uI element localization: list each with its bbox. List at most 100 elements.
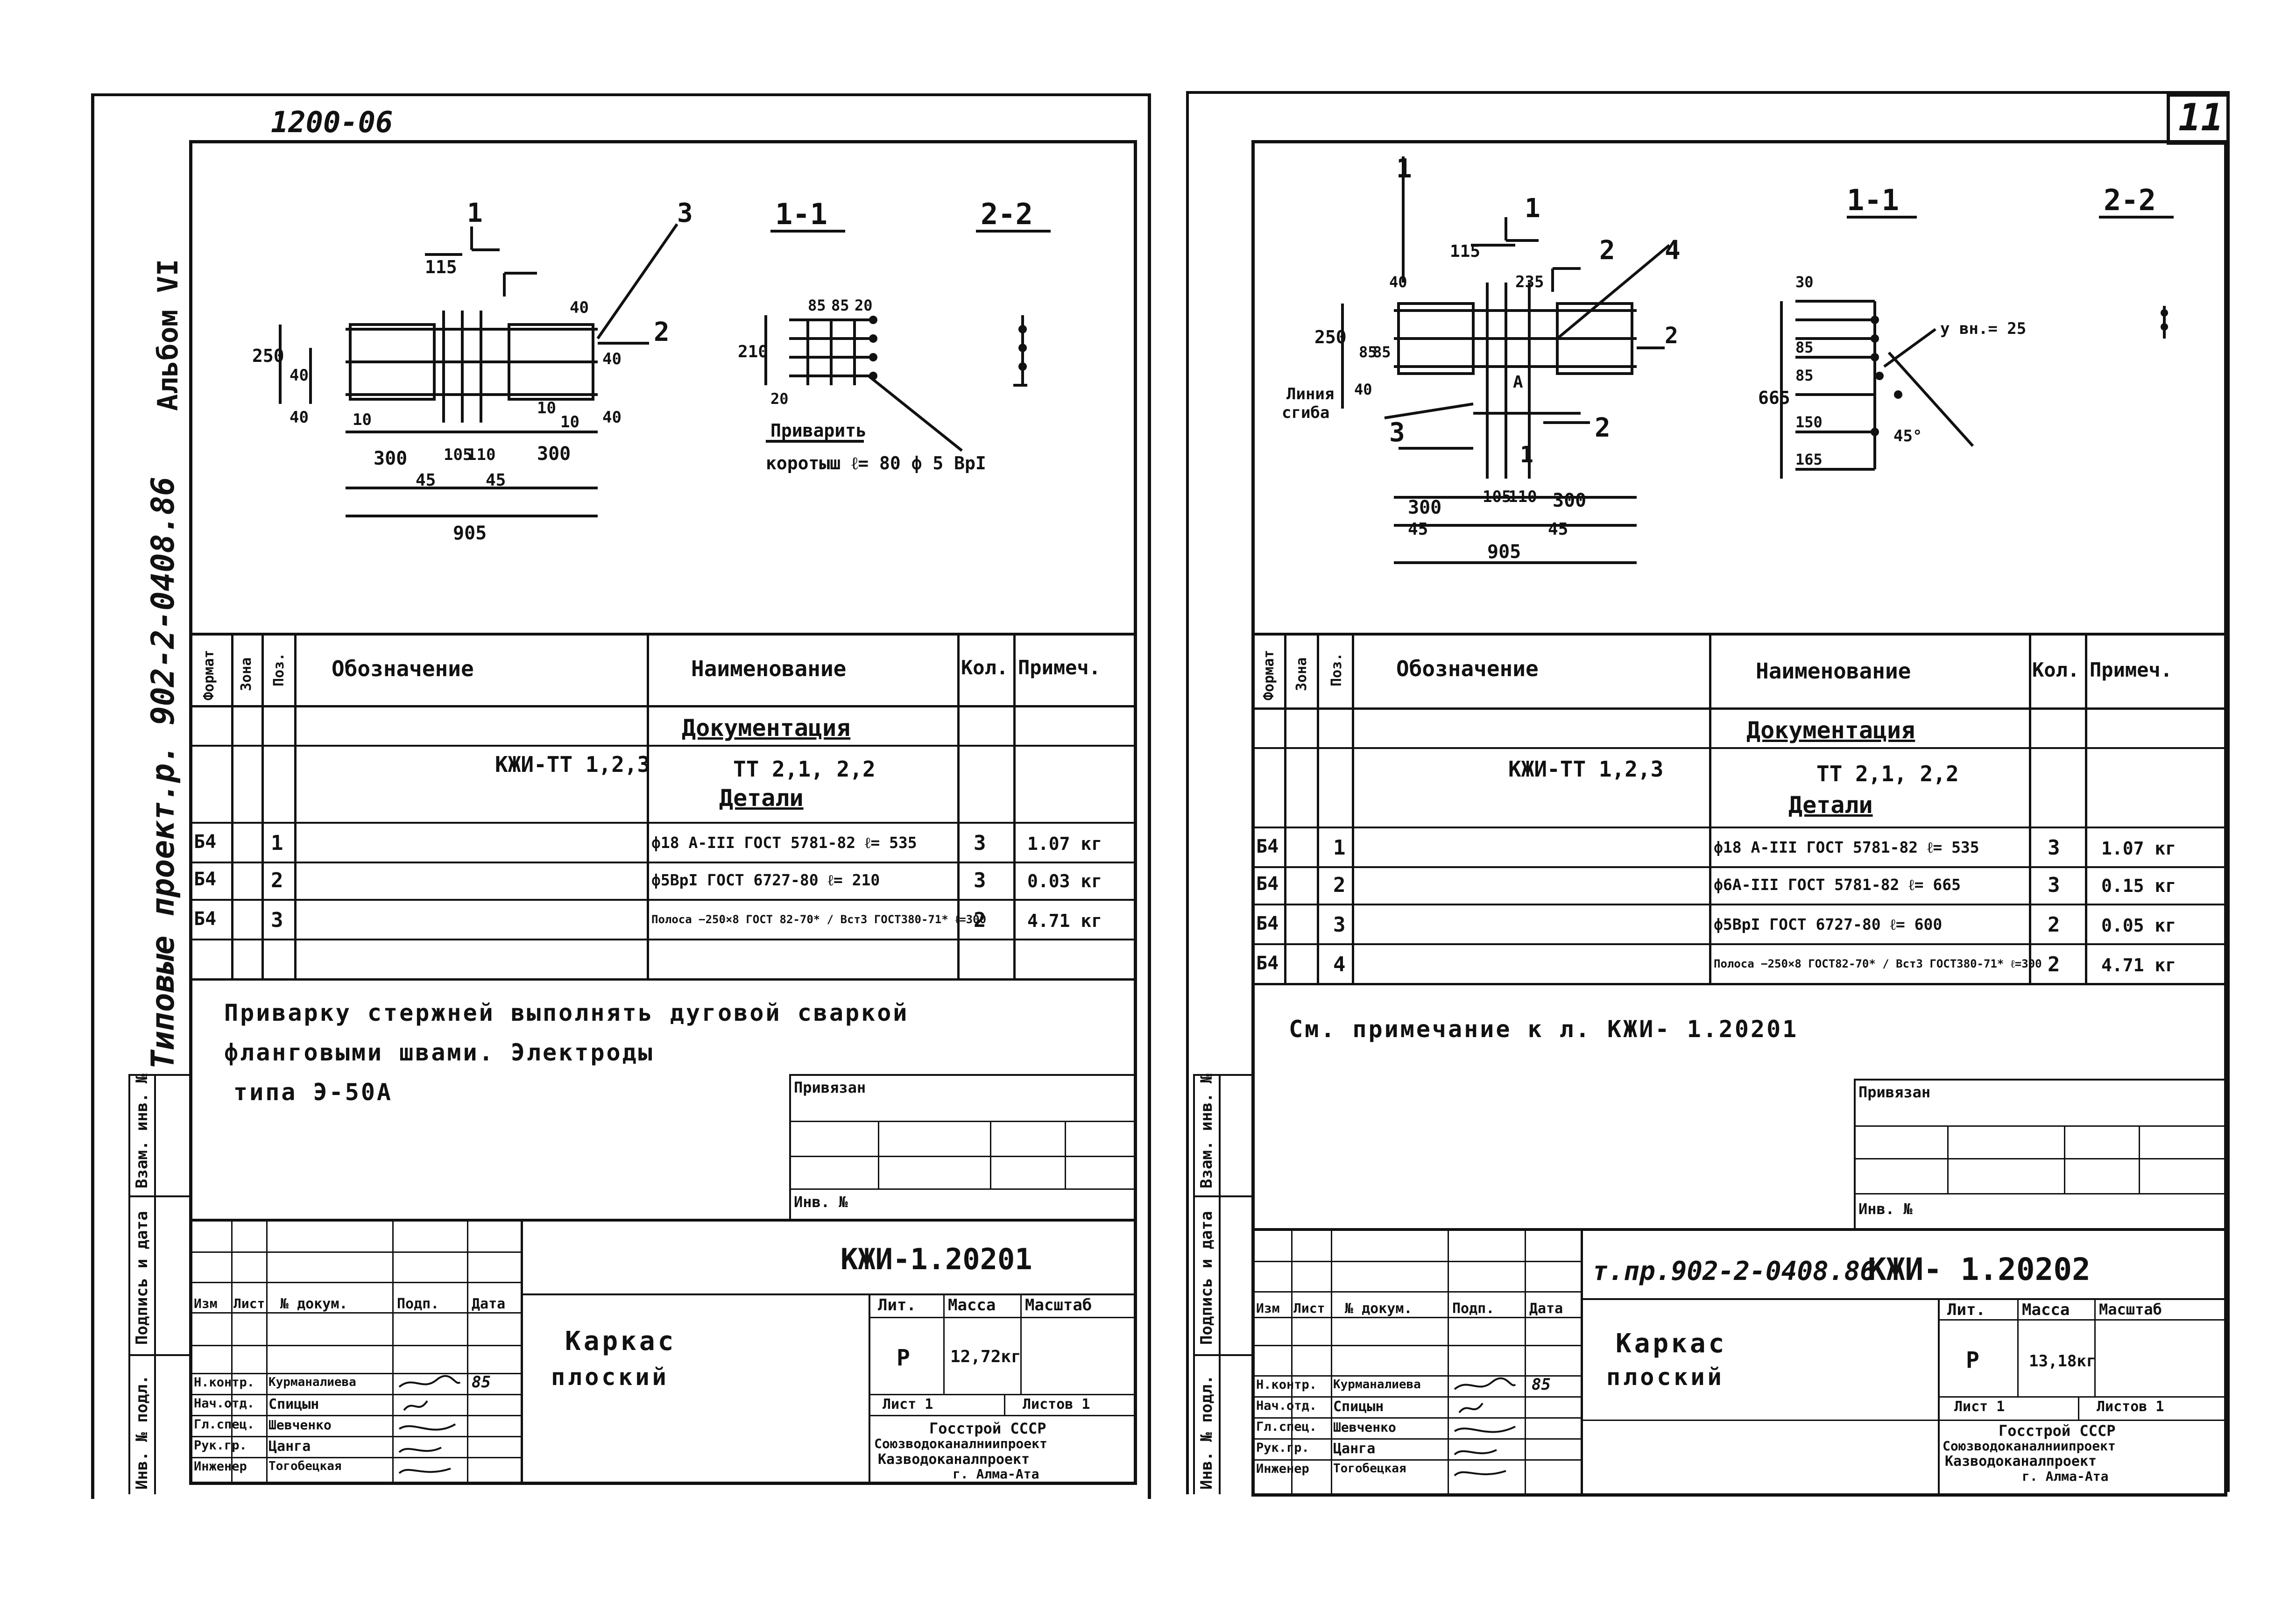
sect-dim-210: 210 (738, 342, 768, 361)
org-line-1: Госстрой СССР (1999, 1422, 2116, 1440)
pos-1-mark: 1 (1525, 193, 1540, 224)
sect-dim-85b: 85 (831, 297, 849, 314)
side-label-inv: Инв. № подл. (133, 1375, 151, 1490)
mass-header: Масса (2022, 1300, 2070, 1319)
pos-2-right: 2 (1665, 323, 1678, 349)
dim-110: 110 (467, 445, 495, 464)
inv-label: Инв. № (794, 1193, 848, 1211)
hdr-designation: Обозначение (332, 656, 474, 681)
sign-hdr-date: Дата (1529, 1300, 1563, 1317)
dim-40b: 40 (1389, 273, 1407, 291)
hdr-pos: Поз. (1328, 652, 1345, 686)
dim-40c: 40 (570, 298, 589, 317)
dim-40a: 40 (1354, 381, 1372, 398)
org-line-3: Казводоканалпроект (1945, 1453, 2097, 1470)
sect-dim-85a: 85 (808, 297, 826, 314)
title-name-1: Каркас (565, 1326, 677, 1357)
section-docs: Документация (682, 714, 851, 742)
main-frame-right (1251, 140, 2227, 1497)
section-2-2: 2-2 (981, 197, 1033, 231)
org-line-2: Союзводоканалниипроект (874, 1436, 1047, 1451)
docs-code: КЖИ-ТТ 1,2,3 (1508, 756, 1664, 782)
bend-line-2: сгиба (1282, 403, 1329, 422)
sign-hdr-izm: Изм (194, 1296, 218, 1311)
lit-header: Лит. (1947, 1300, 1985, 1319)
pos-1-top: 1 (1396, 154, 1412, 184)
sect-dim-150: 150 (1795, 413, 1823, 431)
pos-4: 4 (1665, 235, 1681, 266)
sheet-label: Лист 1 (1954, 1399, 2005, 1415)
title-name-2: плоский (551, 1364, 669, 1391)
dim-85b: 85 (1373, 343, 1391, 361)
hdr-designation: Обозначение (1396, 656, 1539, 681)
pos-2: 2 (654, 317, 670, 347)
pos-2-mark: 2 (1599, 235, 1615, 266)
scale-header: Масштаб (1025, 1296, 1092, 1314)
album-label: Альбом VI (152, 259, 184, 411)
sign-hdr-izm: Изм (1256, 1300, 1280, 1316)
dim-115: 115 (425, 257, 457, 277)
pos-3: 3 (1389, 417, 1405, 448)
dim-115: 115 (1450, 242, 1480, 261)
sign-hdr-podp: Подп. (1452, 1300, 1495, 1317)
side-label-vzam: Взам. инв. № (133, 1074, 151, 1188)
sheet-label: Лист 1 (883, 1396, 933, 1413)
sheets-label: Листов 1 (1023, 1396, 1090, 1413)
section-2-2: 2-2 (2104, 183, 2156, 217)
lit-header: Лит. (878, 1296, 916, 1314)
weld-note-2: коротыш ℓ= 80 ф 5 ВрI (766, 453, 986, 473)
org-line-4: г. Алма-Ата (953, 1466, 1039, 1482)
sect-dim-85b: 85 (1795, 339, 1814, 356)
plan-drawing: 1 3 2 115 250 40 40 10 300 105 110 300 4… (252, 197, 1051, 544)
section-1-1: 1-1 (775, 197, 827, 231)
dim-105: 105 (444, 445, 472, 464)
title-name-2: плоский (1606, 1364, 1724, 1391)
title-code: КЖИ-1.20201 (841, 1242, 1032, 1276)
lit-value: Р (1966, 1347, 1979, 1373)
mass-header: Масса (948, 1296, 996, 1314)
dim-105: 105 (1483, 488, 1511, 506)
hdr-qty: Кол. (2032, 658, 2080, 681)
dim-250: 250 (252, 346, 284, 366)
project-label: Типовые проект.р. 902-2-0408.86 (145, 476, 182, 1069)
side-label-inv: Инв. № подл. (1197, 1375, 1216, 1490)
sign-hdr-list: Лист (233, 1296, 265, 1311)
section-1-1: 1-1 (1847, 183, 1899, 217)
sect-dim-30: 30 (1795, 273, 1814, 291)
sect-dim-85a: 85 (1795, 367, 1814, 384)
hdr-note: Примеч. (2090, 658, 2173, 681)
dim-40b: 40 (290, 408, 309, 427)
main-frame (189, 140, 1137, 1485)
pos-1-bottom: 1 (1520, 442, 1533, 468)
privyazan-label: Привязан (794, 1079, 866, 1096)
title-code-prefix: т.пр.902-2-0408.86 (1592, 1256, 1876, 1286)
hdr-name: Наименование (1756, 658, 1911, 684)
pos-a: А (1513, 373, 1523, 392)
dim-300a: 300 (374, 448, 407, 469)
mass-value: 12,72кг (950, 1347, 1021, 1366)
sect-dim-20a: 20 (855, 297, 873, 314)
dim-300b: 300 (537, 443, 571, 465)
angle-45: 45° (1893, 427, 1922, 445)
docs-name: ТТ 2,1, 2,2 (733, 756, 876, 782)
dim-10c: 10 (537, 399, 556, 417)
dim-250: 250 (1314, 327, 1347, 347)
org-line-2: Союзводоканалниипроект (1943, 1438, 2116, 1454)
plan-drawing-right: 1 1 2 4 2 2 3 1 А Линия сгиба 115 235 25… (1282, 154, 2174, 564)
dim-40a: 40 (290, 366, 309, 385)
dim-905: 905 (1487, 541, 1521, 563)
dim-45b: 45 (1548, 520, 1568, 539)
signatures (1454, 1377, 1516, 1477)
hdr-pos: Поз. (271, 652, 287, 686)
dim-40e: 40 (602, 408, 622, 427)
dim-85a: 85 (1359, 343, 1377, 361)
hdr-format: Формат (201, 650, 217, 700)
section-parts: Детали (719, 784, 804, 812)
sign-hdr-doc: № докум. (280, 1296, 348, 1312)
hdr-zone: Зона (1293, 657, 1310, 691)
dim-10b: 10 (560, 413, 579, 431)
sign-hdr-date: Дата (472, 1296, 506, 1312)
dim-45a: 45 (1408, 520, 1428, 539)
mass-value: 13,18кг (2029, 1352, 2096, 1371)
